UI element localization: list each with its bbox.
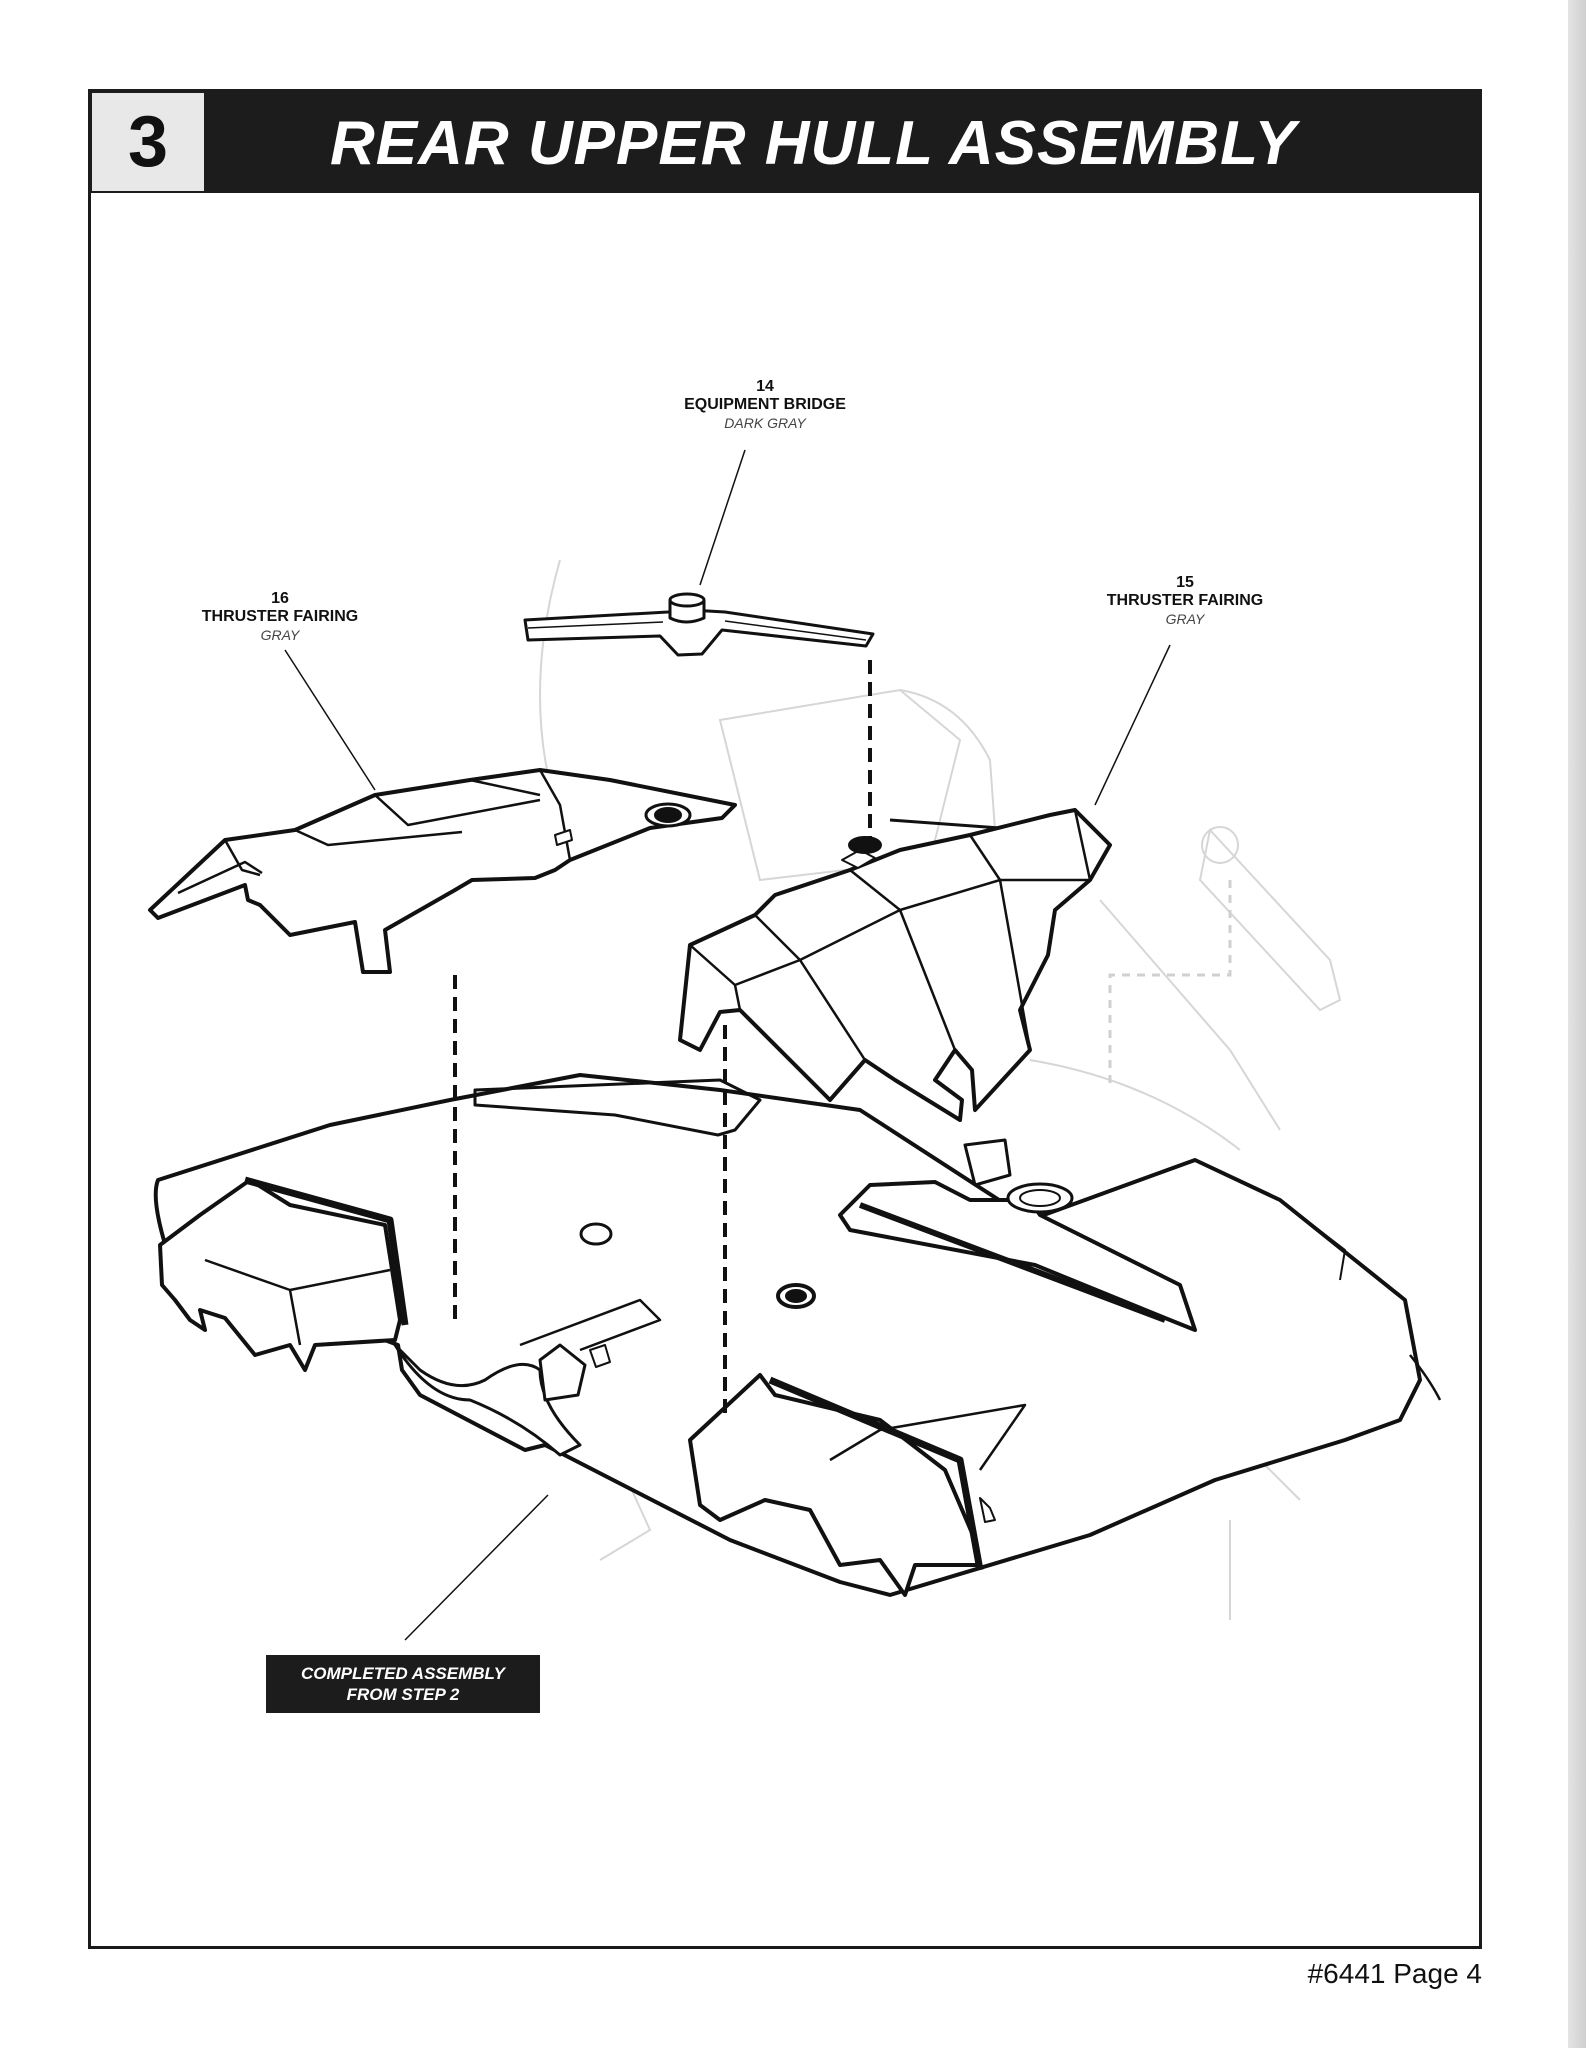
step-title: REAR UPPER HULL ASSEMBLY	[330, 109, 1297, 178]
part-color: DARK GRAY	[724, 414, 806, 431]
page-edge	[1568, 0, 1586, 2048]
page-footer: #6441 Page 4	[1307, 1958, 1482, 1989]
thruster-fairing-15-part	[678, 808, 1112, 1122]
placement-dashed-lines	[453, 660, 872, 1420]
part-name: THRUSTER FAIRING	[1106, 592, 1264, 610]
part-number: 14	[756, 378, 774, 395]
completed-assembly-line2: FROM STEP 2	[346, 1685, 460, 1704]
part-number: 15	[1176, 574, 1194, 591]
step-number: 3	[92, 93, 204, 191]
completed-assembly-label: COMPLETED ASSEMBLY FROM STEP 2	[266, 1655, 540, 1713]
part-number: 16	[271, 590, 289, 607]
ghost-dashed-lines	[1108, 880, 1232, 1090]
part-name: THRUSTER FAIRING	[201, 608, 359, 626]
title-bar	[88, 89, 1482, 193]
callout-thruster-fairing-16: 16 THRUSTER FAIRING GRAY	[175, 590, 385, 643]
part-color: GRAY	[1165, 610, 1205, 627]
completed-assembly-line1: COMPLETED ASSEMBLY	[300, 1664, 505, 1683]
leader-lines	[284, 449, 1171, 1641]
completed-hull-assembly	[153, 1073, 1442, 1597]
thruster-fairing-16-part	[148, 768, 737, 974]
equipment-bridge-part	[523, 592, 875, 657]
part-color: GRAY	[260, 626, 300, 643]
callout-thruster-fairing-15: 15 THRUSTER FAIRING GRAY	[1080, 574, 1290, 627]
part-name: EQUIPMENT BRIDGE	[684, 396, 846, 414]
callout-equipment-bridge: 14 EQUIPMENT BRIDGE DARK GRAY	[660, 378, 870, 431]
